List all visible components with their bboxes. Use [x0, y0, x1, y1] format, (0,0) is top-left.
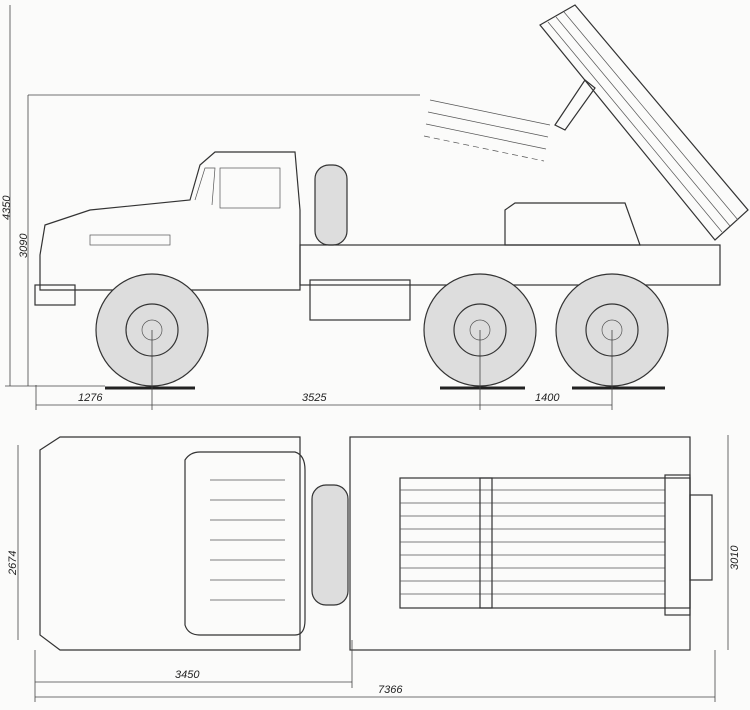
- front-bumper: [34, 284, 76, 306]
- dim-front-overhang: 1276: [78, 392, 103, 404]
- dim-cab-width: 2674: [7, 551, 19, 576]
- chassis-frame: [299, 244, 721, 286]
- hood-top: [39, 436, 301, 651]
- spare-tire-top: [311, 484, 349, 606]
- launcher-turret: [504, 202, 641, 246]
- dim-wheelbase-rear: 1400: [535, 392, 560, 404]
- spare-tire: [314, 164, 348, 246]
- top-view: 2674 3010 3450 7366: [7, 435, 741, 702]
- side-view: 4350 3090 1276 3525 1400: [1, 4, 749, 410]
- dim-overall-width: 3010: [729, 545, 741, 570]
- fuel-tank: [309, 279, 411, 321]
- cab-side: [39, 151, 301, 291]
- dim-wheelbase-front: 3525: [302, 392, 327, 404]
- launcher-tubes-top: [399, 477, 691, 609]
- launcher-raised: [423, 4, 749, 241]
- cab-roof: [184, 451, 306, 636]
- rear-platform: [349, 436, 691, 651]
- dim-cab-to-launcher: 3450: [175, 669, 200, 681]
- dim-overall-height: 4350: [1, 195, 13, 220]
- dim-overall-length: 7366: [378, 684, 403, 696]
- dim-cab-height: 3090: [18, 233, 30, 258]
